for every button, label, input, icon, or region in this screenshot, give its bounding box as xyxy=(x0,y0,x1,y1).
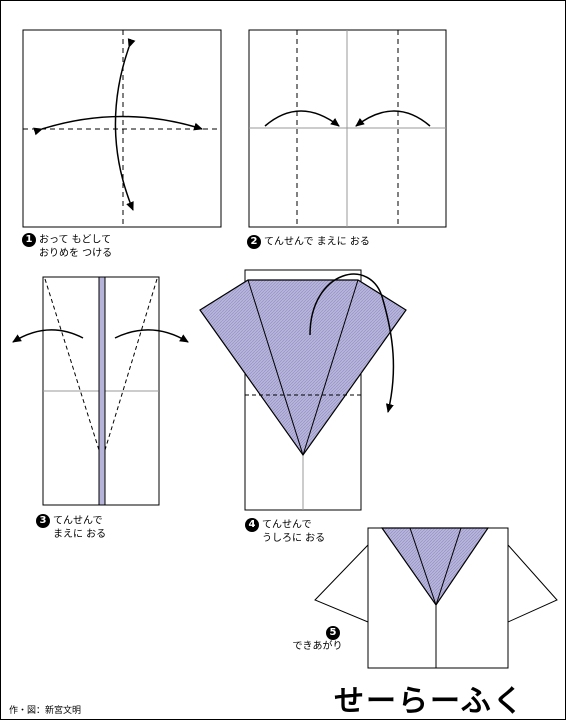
page-title: せーらーふく xyxy=(334,684,525,719)
step-2-right-arrow xyxy=(355,110,431,127)
step-5-label: 5 できあがり xyxy=(292,626,343,654)
step-1-horizontal-arrow xyxy=(33,115,203,136)
step-5-number: 5 xyxy=(326,626,340,640)
step-1-diagram xyxy=(22,29,222,228)
step-4-text-line2: うしろに おる xyxy=(262,533,326,544)
step-4-text-line1: てんせんで xyxy=(262,519,312,531)
step-4-collar-line-right xyxy=(302,279,359,456)
step-3-diagram xyxy=(12,276,189,506)
step-5-collar-line-right xyxy=(435,527,462,606)
step-2-number: 2 xyxy=(247,235,261,249)
step-5-right-sleeve xyxy=(507,543,558,623)
step-4-collar-flap xyxy=(199,279,407,457)
step-5-collar-line-left xyxy=(409,527,437,606)
step-4-number: 4 xyxy=(245,518,259,532)
step-5-text-line1: できあがり xyxy=(292,641,343,652)
step-1-number: 1 xyxy=(22,233,36,247)
step-2-diagram xyxy=(248,29,447,228)
author-credit: 作・図：新宮文明 xyxy=(9,706,82,716)
step-3-text-line1: てんせんで xyxy=(53,515,103,527)
step-3-left-fold-line xyxy=(44,278,100,451)
step-3-number: 3 xyxy=(36,514,50,528)
step-4-collar-line-left xyxy=(247,279,304,456)
step-2-text-line1: てんせんで まえに おる xyxy=(264,236,370,248)
step-5-diagram xyxy=(314,527,558,669)
step-5-collar xyxy=(380,527,490,607)
step-5-left-sleeve xyxy=(314,543,369,623)
step-3-right-fold-line xyxy=(104,278,158,451)
step-1-vertical-arrow xyxy=(114,38,136,211)
step-3-center-strip xyxy=(98,276,106,506)
step-4-diagram xyxy=(199,269,407,511)
step-3-left-arrow xyxy=(12,329,84,343)
step-3-text-line2: まえに おる xyxy=(53,529,107,540)
step-1-text-line2: おりめを つける xyxy=(39,248,113,259)
step-1-text-line1: おって もどして xyxy=(39,234,112,246)
step-4-back-fold-arrow xyxy=(309,273,395,413)
step-3-right-arrow xyxy=(114,329,189,343)
step-2-left-arrow xyxy=(264,110,340,127)
